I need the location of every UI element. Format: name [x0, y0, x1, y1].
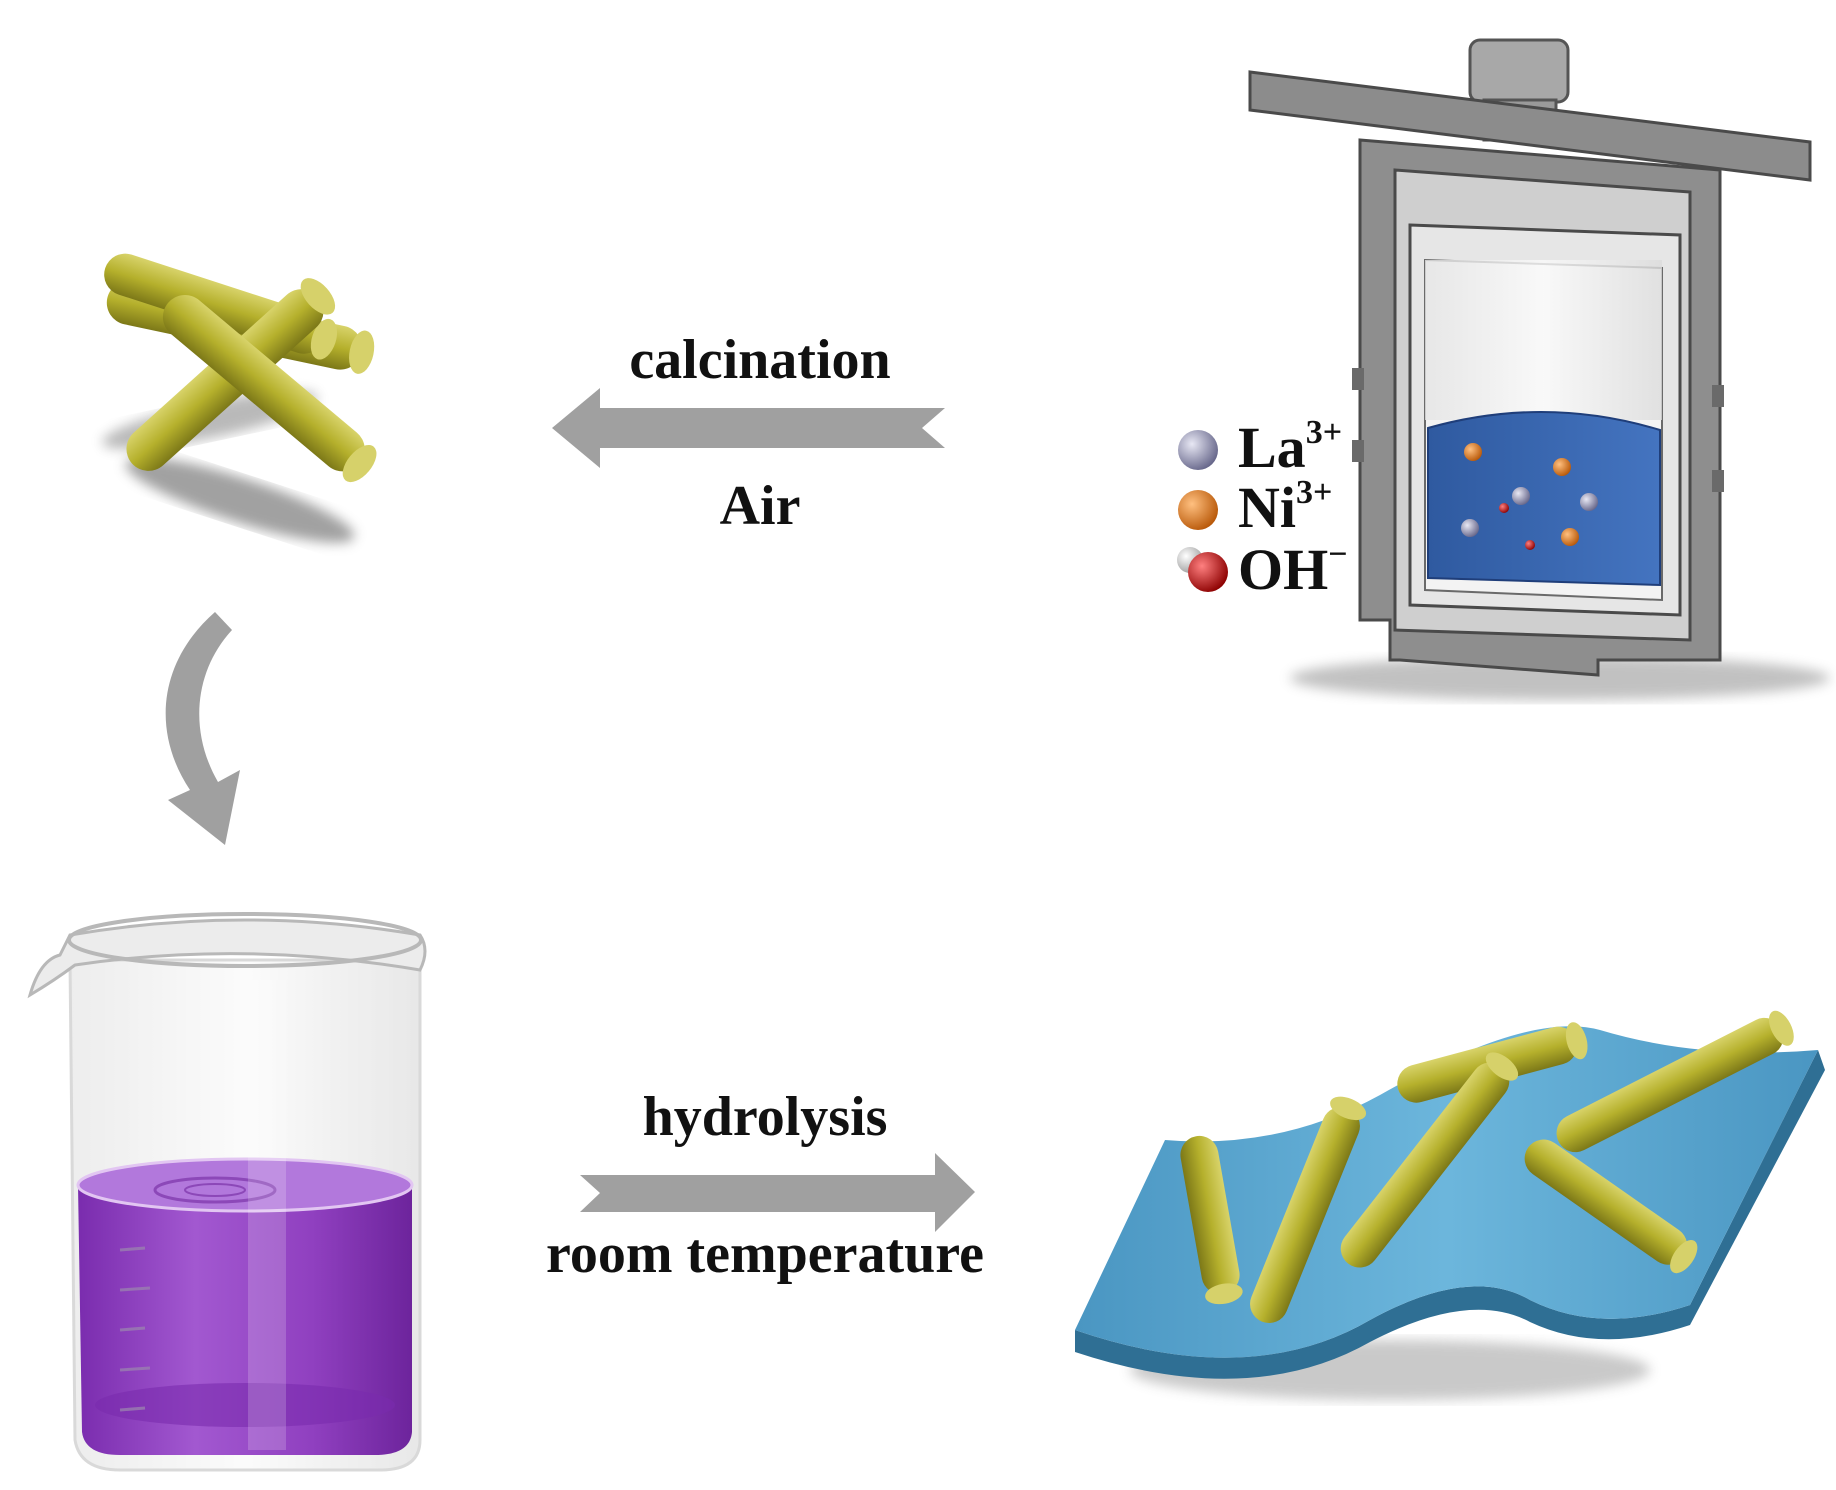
legend-oh-charge: − [1328, 536, 1348, 573]
legend-ni-species: Ni [1238, 475, 1296, 540]
calcination-arrow [552, 388, 945, 468]
la-ion [1461, 519, 1479, 537]
nanorod [162, 295, 377, 483]
nanorod [1340, 1052, 1519, 1268]
nanorod-cluster [102, 253, 377, 543]
legend-oh-icon [1177, 547, 1228, 592]
oh-ion [1499, 503, 1509, 513]
legend-oh-species: OH [1238, 537, 1329, 602]
ni-ion [1553, 458, 1571, 476]
ni-ion [1464, 443, 1482, 461]
legend-ni-icon [1178, 490, 1218, 530]
substrate-with-nanorods [1075, 1010, 1825, 1400]
nanorod [1524, 1139, 1698, 1274]
autoclave-solution [1427, 411, 1661, 587]
beaker [27, 912, 427, 1472]
nanorod [1180, 1135, 1243, 1305]
curved-down-arrow [165, 612, 240, 845]
hydrolysis-arrow [580, 1153, 975, 1232]
room-temperature-label: room temperature [546, 1223, 984, 1285]
la-ion [1512, 487, 1530, 505]
ni-ion [1561, 528, 1579, 546]
nanorod [1250, 1096, 1367, 1324]
calcination-label: calcination [629, 329, 891, 391]
legend-la-icon [1178, 430, 1218, 470]
legend-ni-charge: 3+ [1296, 474, 1333, 511]
legend-la-charge: 3+ [1305, 414, 1343, 451]
beaker-solution [78, 1172, 412, 1455]
la-ion [1580, 493, 1598, 511]
nanorod [126, 278, 336, 471]
air-label: Air [719, 475, 801, 537]
nanorod [1556, 1010, 1794, 1153]
oh-ion [1525, 540, 1535, 550]
legend-la-species: La [1238, 415, 1306, 480]
hydrolysis-label: hydrolysis [642, 1086, 888, 1148]
autoclave [1248, 38, 1830, 700]
